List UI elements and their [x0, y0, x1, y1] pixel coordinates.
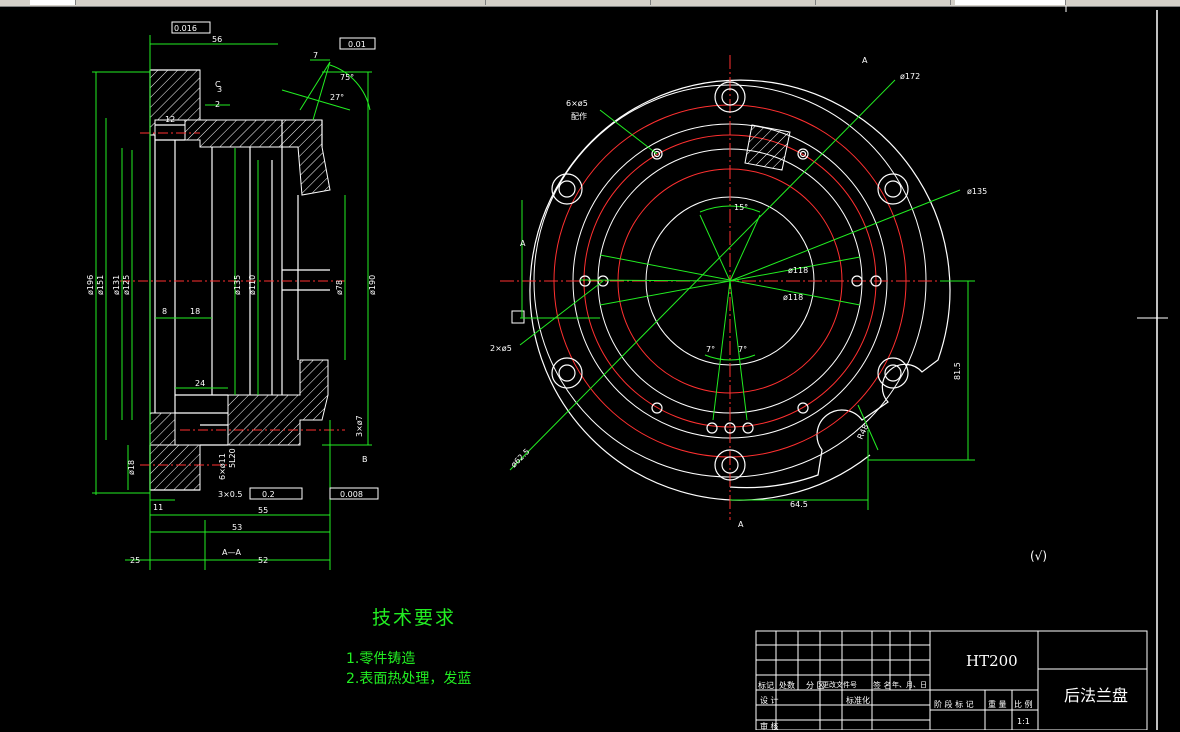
part-name: 后法兰盘	[1064, 686, 1129, 705]
title-block	[755, 630, 1148, 730]
dim-3: 3	[217, 85, 222, 94]
dim-7: 7	[313, 51, 318, 60]
callout-6xd5: 6×ø5	[566, 99, 588, 108]
angle-15: 15°	[734, 203, 748, 212]
dim-8: 8	[162, 307, 167, 316]
material-label: HT200	[966, 652, 1018, 670]
front-view	[500, 55, 975, 520]
drawing-canvas[interactable]: 0.016 0.01 0.2 0.008 56 7 2 3 8 18 24 11…	[0, 6, 1180, 730]
tech-requirement-2: 2.表面热处理，发蓝	[346, 671, 472, 687]
dim-d18: ø18	[127, 460, 136, 475]
angle-7b: 7°	[738, 345, 747, 354]
tb-col-sign: 签 名	[873, 681, 892, 690]
tb-col-zone: 分 区	[806, 681, 825, 690]
dim-d118-a: ø118	[788, 266, 808, 275]
angle-7a: 7°	[706, 345, 715, 354]
dim-d118-b: ø118	[783, 293, 803, 302]
dim-52: 52	[258, 556, 268, 565]
tol-parallel: 0.01	[348, 40, 366, 49]
dim-53: 53	[232, 523, 242, 532]
dim-2: 2	[215, 100, 220, 109]
tb-stage: 阶 段 标 记	[934, 700, 974, 709]
tb-col-mark: 标记	[758, 681, 774, 690]
mark-a-bottom: A	[738, 520, 744, 529]
dim-25: 25	[130, 556, 140, 565]
tb-design: 设 计	[760, 696, 779, 705]
angle-27: 27°	[330, 93, 344, 102]
dim-18: 18	[190, 307, 200, 316]
dim-d110: ø110	[248, 275, 257, 295]
toolbar-strip	[0, 0, 1180, 7]
dim-d125: ø125	[122, 275, 131, 295]
tb-scale: 比 例	[1014, 700, 1033, 709]
holes-3xd7: 3×ø7	[355, 415, 364, 437]
section-view	[92, 21, 525, 570]
dim-55: 55	[258, 506, 268, 515]
tech-requirement-1: 1.零件铸造	[346, 651, 416, 667]
tol-position: 0.2	[262, 490, 275, 499]
mark-a-top: A	[862, 56, 868, 65]
datum-c: C	[215, 80, 221, 89]
depth-label: 5L20	[228, 448, 237, 468]
dim-d172: ø172	[900, 72, 920, 81]
dim-56: 56	[212, 35, 222, 44]
tol-runout: 0.008	[340, 490, 363, 499]
tb-weight: 重 量	[988, 700, 1007, 709]
roughness-note: (√)	[1030, 549, 1047, 563]
dim-d151: ø151	[96, 275, 105, 295]
tb-standard: 标准化	[846, 696, 870, 705]
tol-flatness: 0.016	[174, 24, 197, 33]
tech-requirements-heading: 技术要求	[372, 607, 457, 629]
tb-col-count: 处数	[779, 681, 795, 690]
tb-col-date: 年、月、日	[892, 681, 927, 689]
dim-64.5: 64.5	[790, 500, 808, 509]
angle-75: 75°	[340, 73, 354, 82]
mark-a-left: A	[520, 239, 526, 248]
dim-11: 11	[153, 503, 163, 512]
tb-col-change: 更改文件号	[822, 681, 857, 689]
dim-81.5: 81.5	[953, 362, 962, 380]
dim-chamfer: 3×0.5	[218, 490, 243, 499]
dim-24: 24	[195, 379, 205, 388]
dim-d190: ø190	[368, 275, 377, 295]
section-label: A—A	[222, 548, 241, 557]
scale-value: 1:1	[1017, 717, 1030, 726]
dim-d196: ø196	[86, 275, 95, 295]
drawing-frame	[1065, 6, 1168, 730]
dim-d78: ø78	[335, 280, 344, 295]
callout-2xd5: 2×ø5	[490, 344, 512, 353]
dim-d135: ø135	[233, 275, 242, 295]
dim-12: 12	[165, 115, 175, 124]
dim-d131: ø131	[112, 275, 121, 295]
callout-fit: 配作	[571, 111, 587, 121]
dim-d135-front: ø135	[967, 187, 987, 196]
dim-d62.5: ø62.5	[509, 447, 531, 469]
holes-6xd11: 6×ø11	[218, 453, 227, 480]
tb-review: 审 核	[760, 722, 779, 731]
datum-b: B	[362, 455, 368, 464]
